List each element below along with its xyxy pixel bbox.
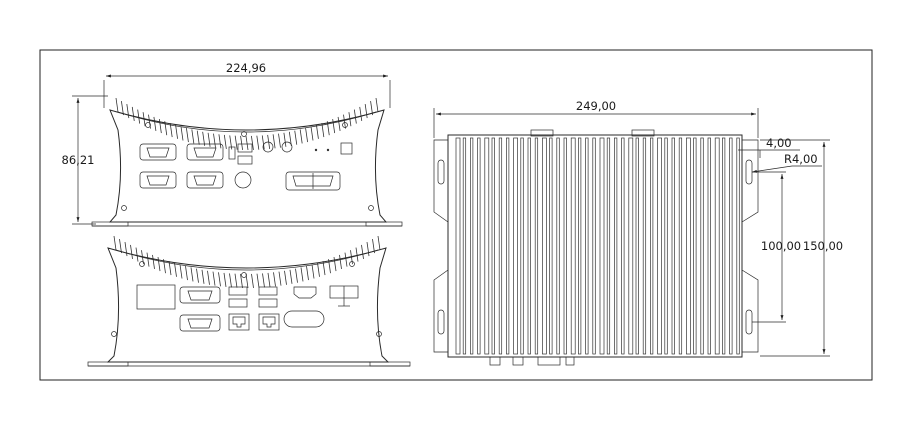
radius-label: R4,00 xyxy=(784,152,818,166)
top-length-dimension: 249,00 xyxy=(433,99,759,138)
drawing-frame xyxy=(39,49,873,381)
hole-spacing-label: 100,00 xyxy=(761,239,801,253)
depth-dimension: 150,00 xyxy=(760,139,843,357)
top-length-label: 249,00 xyxy=(576,99,616,113)
hole-spacing-dimension: 100,00 xyxy=(752,171,801,323)
front-serial-ports xyxy=(139,143,224,189)
front-height-dimension: 86,21 xyxy=(62,95,108,225)
top-view-fins xyxy=(455,137,740,355)
rear-view xyxy=(87,235,411,367)
offset-label: 4,00 xyxy=(766,136,792,150)
offset-dimension: 4,00 xyxy=(738,136,800,158)
front-view xyxy=(91,97,403,227)
radius-callout: R4,00 xyxy=(751,152,822,173)
front-height-label: 86,21 xyxy=(62,153,95,167)
top-view xyxy=(433,129,759,366)
rear-view-fins xyxy=(113,235,381,289)
front-view-fins xyxy=(115,97,379,151)
depth-label: 150,00 xyxy=(803,239,843,253)
front-width-dimension: 224,96 xyxy=(103,61,391,108)
front-width-label: 224,96 xyxy=(226,61,266,75)
